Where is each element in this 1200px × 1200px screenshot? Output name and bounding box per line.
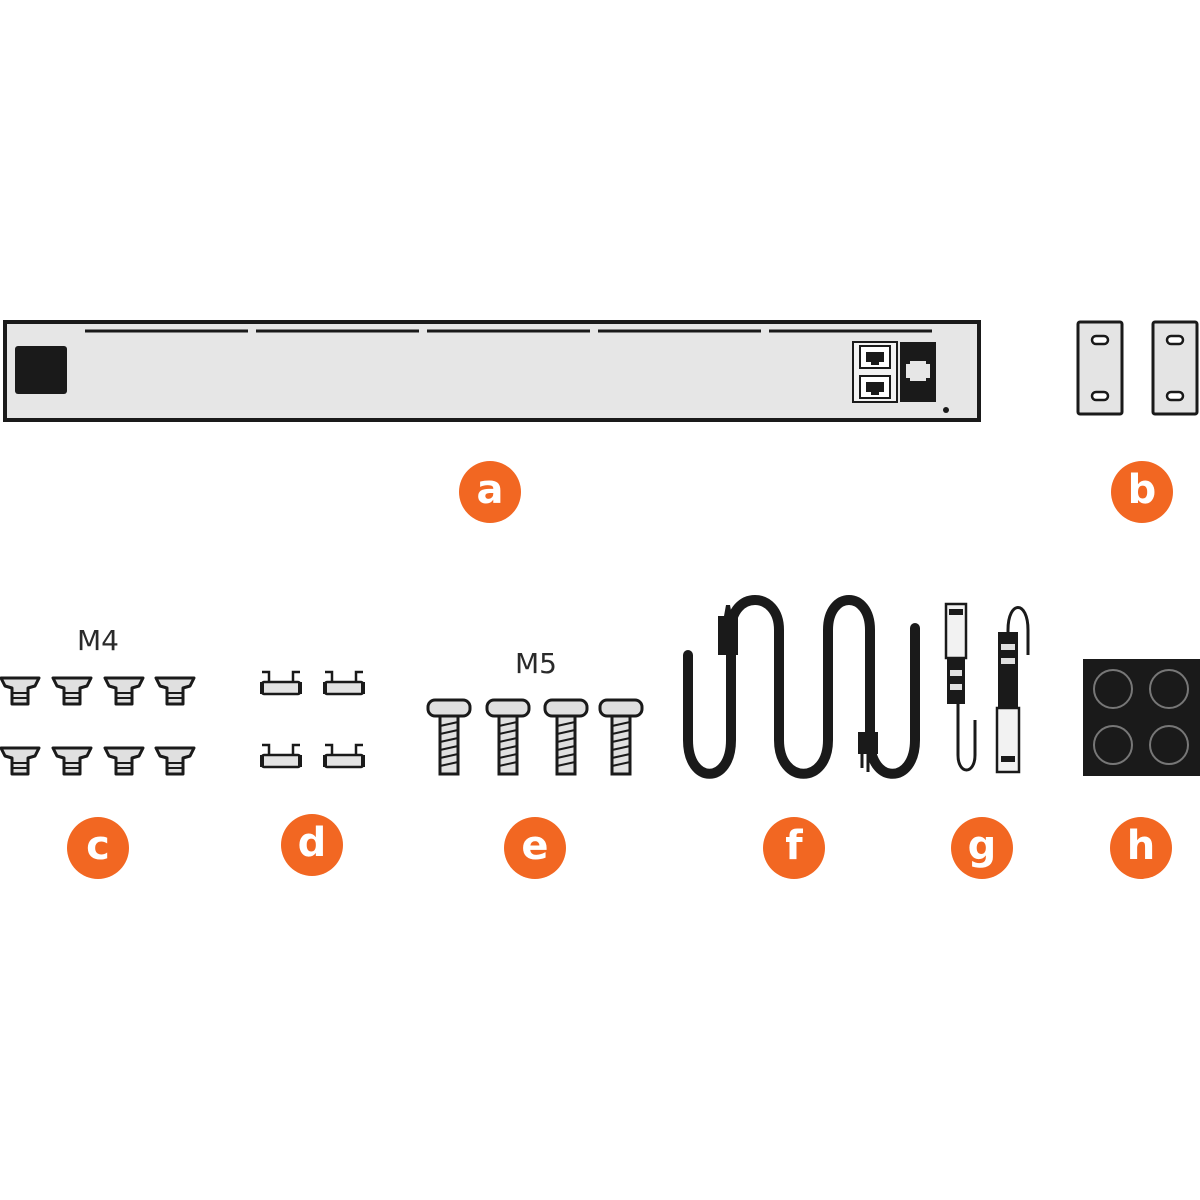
rj45-port	[859, 345, 891, 369]
badge-g: g	[951, 817, 1013, 879]
rubber-feet-icon	[1083, 659, 1200, 776]
display-screen	[15, 346, 67, 394]
badge-b: b	[1111, 461, 1173, 523]
countersunk-screws-icon	[0, 676, 196, 776]
badge-c: c	[67, 817, 129, 879]
rj45-port	[859, 375, 891, 399]
svg-text:g: g	[968, 823, 997, 869]
badge-a: a	[459, 461, 521, 523]
badge-d: d	[281, 814, 343, 876]
svg-text:a: a	[477, 467, 504, 513]
size-label-m4: M4	[77, 624, 119, 657]
pan-head-screws-icon	[426, 698, 644, 776]
badge-e: e	[504, 817, 566, 879]
size-label-m5: M5	[515, 647, 557, 680]
rack-switch-icon	[3, 320, 981, 422]
svg-text:d: d	[298, 820, 327, 866]
svg-text:b: b	[1128, 467, 1157, 513]
svg-text:c: c	[86, 823, 110, 869]
svg-text:e: e	[521, 823, 548, 869]
badge-f: f	[763, 817, 825, 879]
svg-text:h: h	[1127, 823, 1155, 869]
svg-text:f: f	[785, 823, 803, 869]
badge-h: h	[1110, 817, 1172, 879]
power-cable-icon	[683, 595, 920, 779]
cage-nut-clips-icon	[260, 670, 365, 769]
rack-ear-brackets-icon	[1076, 320, 1199, 416]
dac-cable-icon	[944, 602, 1030, 774]
